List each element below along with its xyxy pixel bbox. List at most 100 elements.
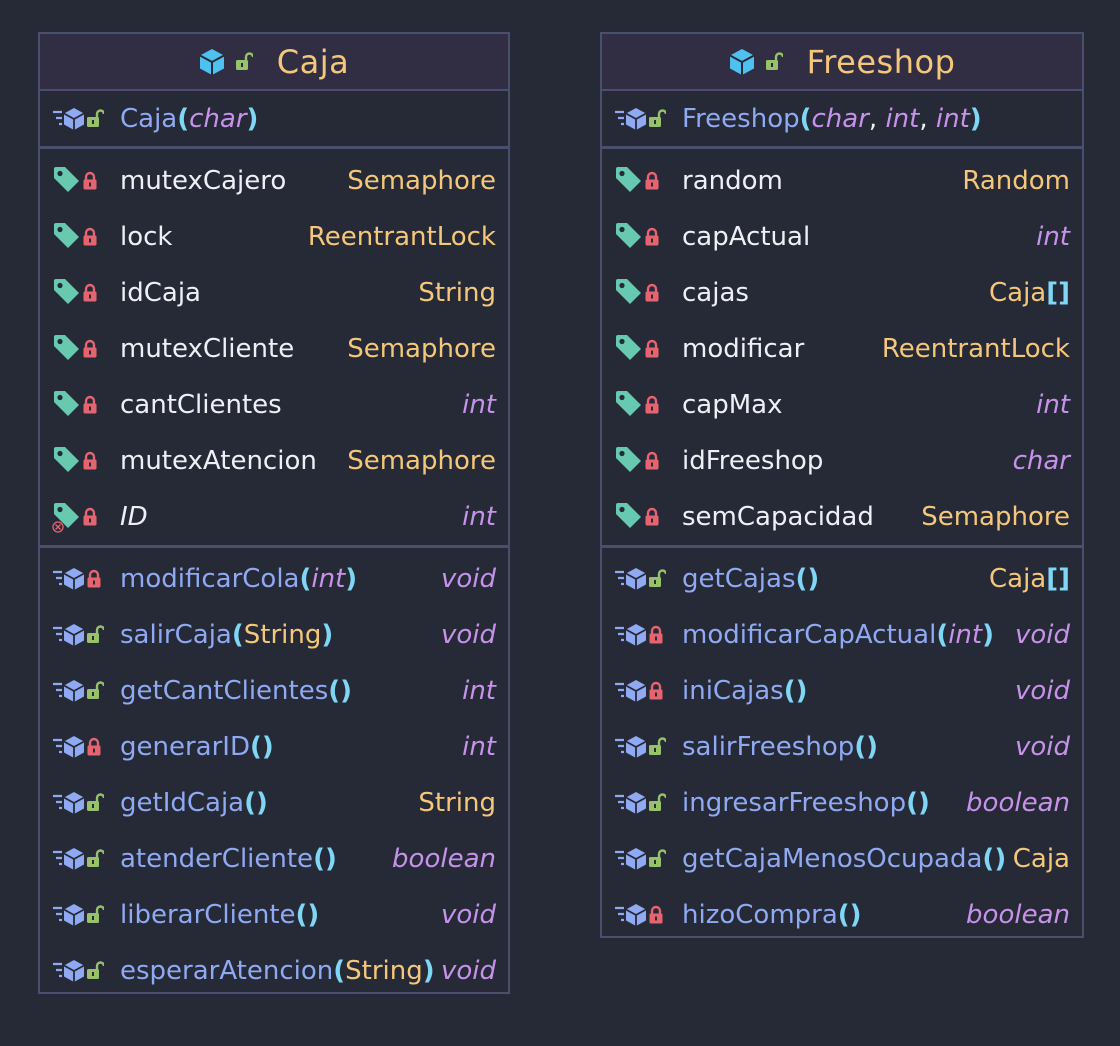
method-row[interactable]: modificarCapActual(int)void <box>602 607 1082 663</box>
locked-icon <box>644 339 660 359</box>
method-row[interactable]: salirFreeshop()void <box>602 719 1082 775</box>
method-name: getCantClientes <box>120 676 329 706</box>
method-icon <box>52 847 86 871</box>
field-row[interactable]: mutexAtencion Semaphore <box>40 433 508 489</box>
field-type: int <box>462 390 496 420</box>
parameter-list: (char) <box>177 104 496 134</box>
method-row[interactable]: generarID()int <box>40 719 508 775</box>
field-tag-icon <box>52 278 82 309</box>
method-row[interactable]: modificarCola(int)void <box>40 551 508 607</box>
open-paren: ( <box>837 900 850 930</box>
return-type: boolean <box>966 788 1070 818</box>
method-icon <box>614 735 648 759</box>
field-name: idFreeshop <box>682 446 824 476</box>
return-type: void <box>441 620 496 650</box>
open-paren: ( <box>906 788 918 818</box>
method-icon <box>614 791 648 815</box>
member-icons <box>614 791 682 815</box>
method-row[interactable]: esperarAtencion(String)void <box>40 943 508 999</box>
open-paren: ( <box>936 620 949 650</box>
member-icons <box>614 679 682 703</box>
method-row[interactable]: getCantClientes()int <box>40 663 508 719</box>
field-row[interactable]: capActual int <box>602 209 1082 265</box>
member-icons <box>614 390 682 421</box>
parameter-type: int <box>311 564 346 594</box>
method-name: modificarCapActual <box>682 620 937 650</box>
method-icon <box>52 959 86 983</box>
type-name: void <box>1014 676 1070 706</box>
parameter-type: String <box>243 620 322 650</box>
unlocked-icon <box>86 625 104 645</box>
close-paren: ) <box>969 103 982 134</box>
constructor-row[interactable]: Caja(char) <box>40 90 508 148</box>
close-paren: ) <box>307 900 320 930</box>
class-header[interactable]: Freeshop <box>602 34 1082 91</box>
method-row[interactable]: hizoCompra()boolean <box>602 887 1082 943</box>
open-paren: ( <box>231 620 244 650</box>
constructor-section: Caja(char) <box>40 91 508 149</box>
locked-icon <box>82 507 98 527</box>
member-icons <box>52 735 120 759</box>
method-name: getIdCaja <box>120 788 245 818</box>
method-row[interactable]: getCajas()Caja[] <box>602 551 1082 607</box>
method-icon <box>614 679 648 703</box>
unlocked-icon <box>648 737 666 757</box>
locked-icon <box>86 569 102 589</box>
close-paren: ) <box>256 788 268 818</box>
field-name: mutexAtencion <box>120 446 317 476</box>
member-icons <box>614 222 682 253</box>
member-icons <box>614 166 682 197</box>
method-row[interactable]: getCajaMenosOcupada()Caja <box>602 831 1082 887</box>
field-type: Semaphore <box>347 446 496 476</box>
type-name: void <box>440 956 496 986</box>
locked-icon <box>648 905 664 925</box>
open-paren: ( <box>854 732 867 762</box>
field-type: Semaphore <box>347 334 496 364</box>
method-row[interactable]: liberarCliente()void <box>40 887 508 943</box>
method-name: getCajas <box>682 564 796 594</box>
method-icon <box>614 107 648 131</box>
method-row[interactable]: getIdCaja()String <box>40 775 508 831</box>
type-name: char <box>1012 446 1070 476</box>
method-row[interactable]: salirCaja(String)void <box>40 607 508 663</box>
open-paren: ( <box>244 788 256 818</box>
method-icon <box>614 623 648 647</box>
method-row[interactable]: atenderCliente()boolean <box>40 831 508 887</box>
member-icons <box>52 334 120 365</box>
type-name: int <box>1036 222 1070 252</box>
field-type: String <box>418 278 496 308</box>
close-paren: ) <box>324 844 337 874</box>
field-type: Semaphore <box>921 502 1070 532</box>
type-name: int <box>462 390 496 420</box>
field-row[interactable]: idFreeshop char <box>602 433 1082 489</box>
array-brackets: [] <box>1046 278 1070 308</box>
member-icons <box>614 903 682 927</box>
class-header[interactable]: Caja <box>40 34 508 91</box>
field-name: capActual <box>682 222 811 252</box>
member-icons <box>52 446 120 477</box>
method-name: hizoCompra <box>682 900 838 930</box>
method-row[interactable]: iniCajas()void <box>602 663 1082 719</box>
method-row[interactable]: ingresarFreeshop()boolean <box>602 775 1082 831</box>
constructor-row[interactable]: Freeshop(char, int, int) <box>602 90 1082 148</box>
field-type: Semaphore <box>347 166 496 196</box>
parameter-list: (int) <box>299 564 440 594</box>
locked-icon <box>644 451 660 471</box>
field-name: ID <box>120 502 148 532</box>
unlocked-icon <box>648 569 666 589</box>
